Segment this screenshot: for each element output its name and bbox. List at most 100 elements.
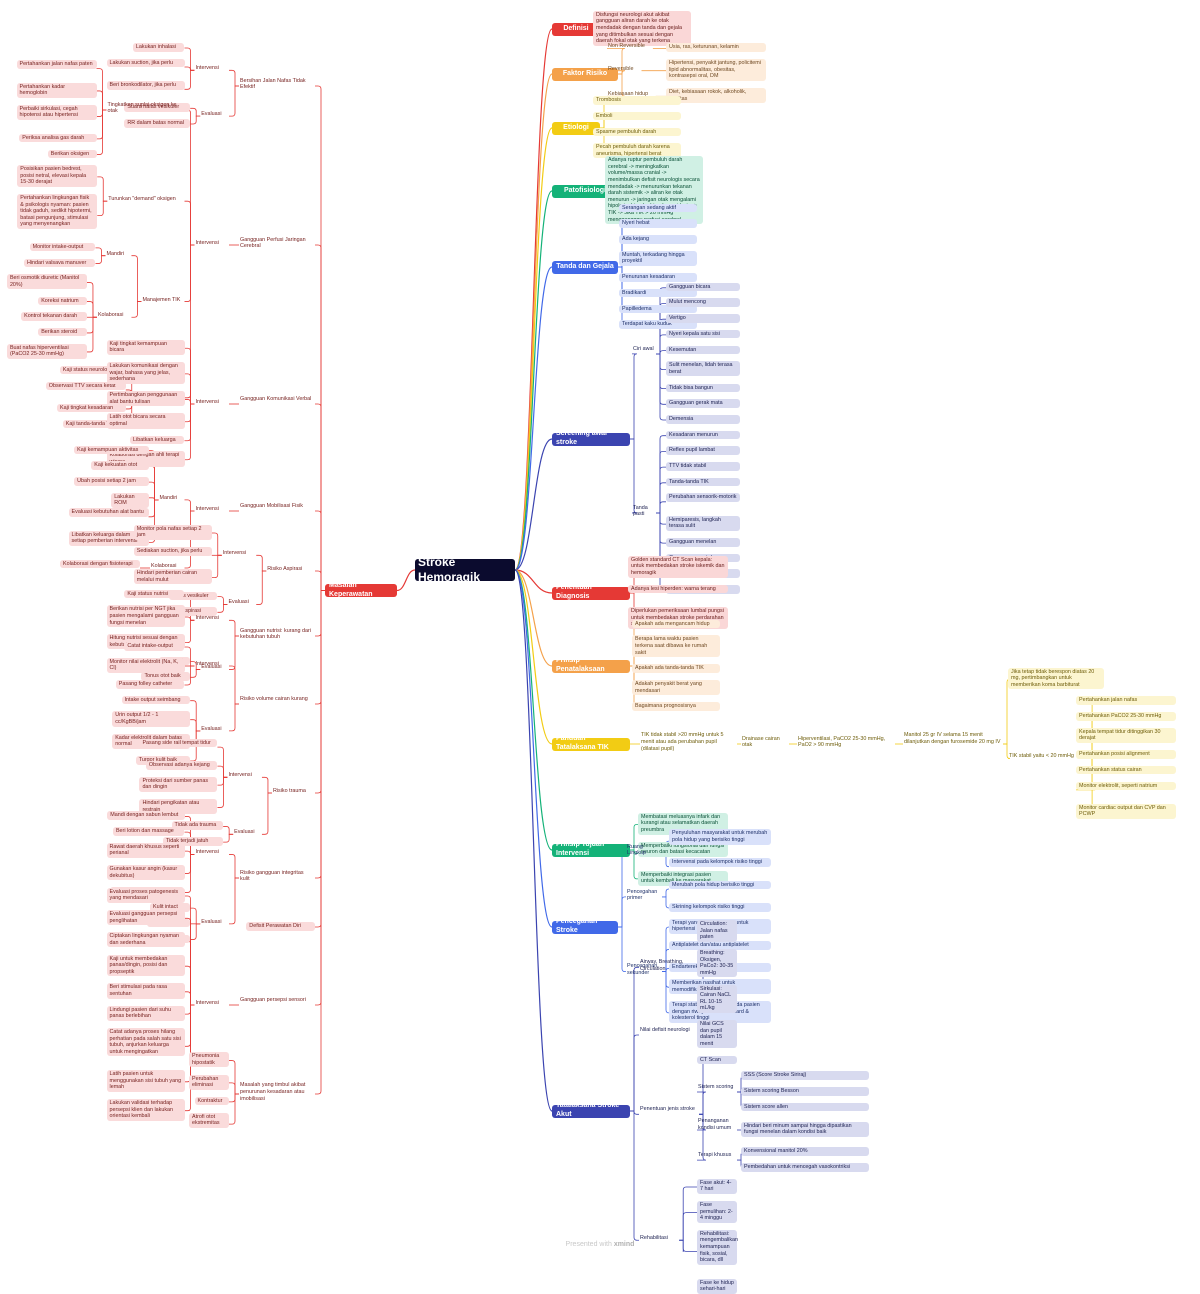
node-usia-ras-keturunan-kelamin[interactable]: Usia, ras, keturunan, kelamin [666,43,766,52]
node-pertahankan-jalan-nafas-paten[interactable]: Pertahankan jalan nafas paten [16,60,97,69]
node-lakukan-rom[interactable]: Lakukan ROM [111,492,149,508]
node-membatasi-meluasnya-infark-dan-kurangi-a[interactable]: Membatasi meluasnya infark dan kurangi a… [638,812,728,835]
node-perbaiki-sirkulasi-cegah-hipotensi-atau-[interactable]: Perbaiki sirkulasi, cegah hipotensi atau… [16,104,97,121]
node-penanganan-kondisi-umum[interactable]: Penanganan kondisi umum [698,1118,732,1131]
node-kesemutan[interactable]: Kesemutan [666,345,740,355]
node-kolaborasi[interactable]: Kolaborasi [151,562,177,569]
node-lindungi-pasien-dari-suhu-panas-berlebih[interactable]: Lindungi pasien dari suhu panas berlebih… [106,1005,185,1021]
node-gangguan-nutrisi-kurang-dari-kebutuhan-t[interactable]: Gangguan nutrisi: kurang dari kebutuhan … [240,627,312,641]
node-evaluasi[interactable]: Evaluasi [201,918,222,925]
node-pertimbangkan-penggunaan-alat-bantu-tuli[interactable]: Pertimbangkan penggunaan alat bantu tuli… [106,391,185,407]
node-rawat-daerah-khusus-seperti-perianal[interactable]: Rawat daerah khusus seperti perianal [106,842,185,858]
node-muntah-terkadang-hingga-proyektil[interactable]: Muntah, terkadang hingga proyektil [619,250,697,266]
node-buat-nafas-hiperventilasi-paco2-25-30-mm[interactable]: Buat nafas hiperventilasi (PaCO2 25-30 m… [6,343,87,359]
node-kulit-intact[interactable]: Kulit intact [150,903,191,912]
node-intervensi[interactable]: Intervensi [228,772,252,779]
node-disfungsi-neurologi-akut-akibat-gangguan[interactable]: Disfungsi neurologi akut akibat gangguan… [593,10,691,46]
node-apakah-ada-tanda-tanda-tik[interactable]: Apakah ada tanda-tanda TIK [632,664,720,673]
node-monitor-pola-nafas-setiap-2-jam[interactable]: Monitor pola nafas setiap 2 jam [133,524,212,540]
node-kaji-kekuatan-otot[interactable]: Kaji kekuatan otot [91,461,149,470]
node-kolaborasi[interactable]: Kolaborasi [97,312,124,319]
node-papilledema[interactable]: Papilledema [619,304,697,314]
node-reflex-pupil-lambat[interactable]: Reflex pupil lambat [666,446,740,455]
node-kaji-status-neurologi[interactable]: Kaji status neurologi [59,365,126,375]
node-rr-dalam-batas-normal[interactable]: RR dalam batas normal [124,118,191,128]
node-spasme-pembuluh-darah[interactable]: Spasme pembuluh darah [593,127,681,137]
node-intake-output-seimbang[interactable]: Intake output seimbang [121,695,191,705]
node-tidak-terjadi-jatuh[interactable]: Tidak terjadi jatuh [163,837,224,846]
node-gangguan-komunikasi-verbal[interactable]: Gangguan Komunikasi Verbal [240,395,312,402]
node-evaluasi[interactable]: Evaluasi [201,725,222,732]
node-breathing-oksigen-paco2-30-35-mmhg[interactable]: Breathing: Oksigen, PaCo2: 30-35 mmHg [697,949,737,978]
node-berikan-steroid[interactable]: Berikan steroid [38,327,87,337]
node-masalah-yang-timbul-akibat-penurunan-kes[interactable]: Masalah yang timbul akibat penurunan kes… [240,1082,306,1102]
node-kaji-tingkat-kemampuan-bicara[interactable]: Kaji tingkat kemampuan bicara [106,339,185,356]
node-evaluasi[interactable]: Evaluasi [201,111,222,118]
node-evaluasi[interactable]: Evaluasi [228,599,249,606]
node-pasang-folley-catheter[interactable]: Pasang folley catheter [115,679,185,689]
node-penyuluhan-masyarakat-untuk-merubah-pola[interactable]: Penyuluhan masyarakat untuk merubah pola… [669,829,771,845]
node-beri-osmotik-diuretic-manitol-20[interactable]: Beri osmotik diuretic (Manitol 20%) [6,274,87,290]
node-evaluasi-gangguan-persepsi-penglihatan[interactable]: Evaluasi gangguan persepsi penglihatan [106,909,185,926]
node-lakukan-komunikasi-dengan-wajar-bahasa-y[interactable]: Lakukan komunikasi dengan wajar, bahasa … [106,362,185,384]
node-kontrol-tekanan-darah[interactable]: Kontrol tekanan darah [21,312,87,321]
node-monitor-nilai-elektrolit-na-k-cl[interactable]: Monitor nilai elektrolit (Na, K, Cl) [106,657,185,673]
node-kolaborasi-dengan-fisioterapi[interactable]: Kolaborasi dengan fisioterapi [60,559,140,569]
node-latih-otot-bicara-secara-optimal[interactable]: Latih otot bicara secara optimal [106,413,185,429]
node-pencegahan-sekunder[interactable]: Pencegahan sekunder [627,963,658,976]
node-observasi-ttv-secara-ketat[interactable]: Observasi TTV secara ketat [45,381,126,391]
node-sulit-menelan-lidah-terasa-berat[interactable]: Sulit menelan, lidah terasa berat [666,361,740,377]
node-tidak-ada-trauma[interactable]: Tidak ada trauma [171,821,224,830]
node-hiperventilasi-paco2-25-30-mmhg-pao2-90-[interactable]: Hiperventilasi, PaCO2 25-30 mmHg, PaO2 >… [798,735,886,749]
node-mandi-dengan-sabun-lembut[interactable]: Mandi dengan sabun lembut [107,811,185,820]
node-adanya-ruptur-pembuluh-darah-cerebral-me[interactable]: Adanya ruptur pembuluh darah cerebral ->… [605,156,703,225]
node-posisikan-pasien-bedrest-posisi-netral-e[interactable]: Posisikan pasien bedrest, posisi netral,… [17,165,98,187]
node-sirkulasi-cairan-nacl-rl-10-15-ml-kg[interactable]: Sirkulasi: Cairan NaCL RL 10-15 mL/kg [697,984,737,1013]
node-circulation-jalan-nafas-paten[interactable]: Circulation: Jalan nafas paten [697,920,737,942]
node-lakukan-suction-jika-perlu[interactable]: Lakukan suction, jika perlu [106,58,185,68]
node-penurunan-kesadaran[interactable]: Penurunan kesadaran [619,273,697,282]
node-monitor-intake-output[interactable]: Monitor intake-output [29,242,96,252]
branch-penentuan-diagnosis[interactable]: Penentuan Diagnosis [552,584,630,600]
node-pecah-pembuluh-darah-karena-aneurisma-hi[interactable]: Pecah pembuluh darah karena aneurisma, h… [593,143,681,159]
node-merubah-pola-hidup-berisiko-tinggi[interactable]: Merubah pola hidup berisiko tinggi [669,880,771,890]
node-nafas-vesikuler[interactable]: Nafas vesikuler [168,591,218,601]
node-lakukan-inhalasi[interactable]: Lakukan inhalasi [132,42,185,52]
node-kaji-tanda-tanda-tik[interactable]: Kaji tanda-tanda TIK [62,419,126,429]
node-perubahan-eliminasi[interactable]: Perubahan eliminasi [189,1074,229,1090]
node-tonus-otot-baik[interactable]: Tonus otot baik [141,672,191,681]
node-tik-stabil-yaitu-20-mmhg[interactable]: TIK stabil yaitu < 20 mmHg [1009,753,1074,760]
node-latih-pasien-untuk-menggunakan-sisi-tubu[interactable]: Latih pasien untuk menggunakan sisi tubu… [106,1070,185,1092]
node-berikan-oksigen[interactable]: Berikan oksigen [47,149,97,159]
node-bagaimana-prognosisnya[interactable]: Bagaimana prognosisnya [632,702,720,711]
branch-faktor-risiko[interactable]: Faktor Risiko [552,67,618,81]
node-pertahankan-status-cairan[interactable]: Pertahankan status cairan [1076,765,1176,775]
node-sistem-scoring[interactable]: Sistem scoring [698,1083,734,1090]
node-berapa-lama-waktu-pasien-terkena-saat-di[interactable]: Berapa lama waktu pasien terkena saat di… [632,635,720,658]
node-pertahankan-posisi-alignment[interactable]: Pertahankan posisi alignment [1076,750,1176,759]
node-proteksi-dari-sumber-panas-dan-dingin[interactable]: Proteksi dari sumber panas dan dingin [139,776,218,792]
node-monitor-cardiac-output-dan-cvp-dan-pcwp[interactable]: Monitor cardiac output dan CVP dan PCWP [1076,803,1176,819]
node-demensia[interactable]: Demensia [666,414,740,424]
node-pertahankan-kadar-hemoglobin[interactable]: Pertahankan kadar hemoglobin [16,82,97,98]
node-pasang-side-rail-tempat-tidur[interactable]: Pasang side rail tempat tidur [139,738,218,748]
node-pneumonia-hipostatik[interactable]: Pneumonia hipostatik [189,1052,229,1068]
node-skrining-kelompok-risiko-tinggi[interactable]: Skrining kelompok risiko tinggi [669,902,771,912]
node-tidak-bisa-bangun[interactable]: Tidak bisa bangun [666,383,740,393]
node-sistem-score-allen[interactable]: Sistem score allen [741,1102,869,1112]
node-kontraktur[interactable]: Kontraktur [194,1096,229,1106]
node-manitol-25-gr-iv-selama-15-menit-dilanju[interactable]: Manitol 25 gr IV selama 15 menit dilanju… [904,732,1001,745]
node-risiko-aspirasi[interactable]: Risiko Aspirasi [267,565,303,572]
node-gangguan-gerak-mata[interactable]: Gangguan gerak mata [666,399,740,408]
node-terdapat-kaku-kuduk[interactable]: Terdapat kaku kuduk [619,320,697,329]
node-evaluasi-kebutuhan-alat-bantu[interactable]: Evaluasi kebutuhan alat bantu [68,508,149,518]
node-gangguan-persepsi-sensori[interactable]: Gangguan persepsi sensori [240,996,306,1003]
node-fase-pemulihan-2-4-minggu[interactable]: Fase pemulihan: 2-4 minggu [697,1200,737,1223]
node-mandiri[interactable]: Mandiri [159,494,178,501]
branch-prinsip-penatalaksaan[interactable]: Prinsip Penatalaksaan [552,657,630,673]
node-gangguan-menelan[interactable]: Gangguan menelan [666,538,740,547]
node-nilai-defisit-neurologi[interactable]: Nilai defisit neurologi [640,1026,690,1033]
branch-patofisiologi[interactable]: Patofisiologi [552,184,618,198]
node-intervensi[interactable]: Intervensi [195,660,219,667]
node-libatkan-keluarga-dalam-setiap-pemberian[interactable]: Libatkan keluarga dalam setiap pemberian… [68,530,149,546]
